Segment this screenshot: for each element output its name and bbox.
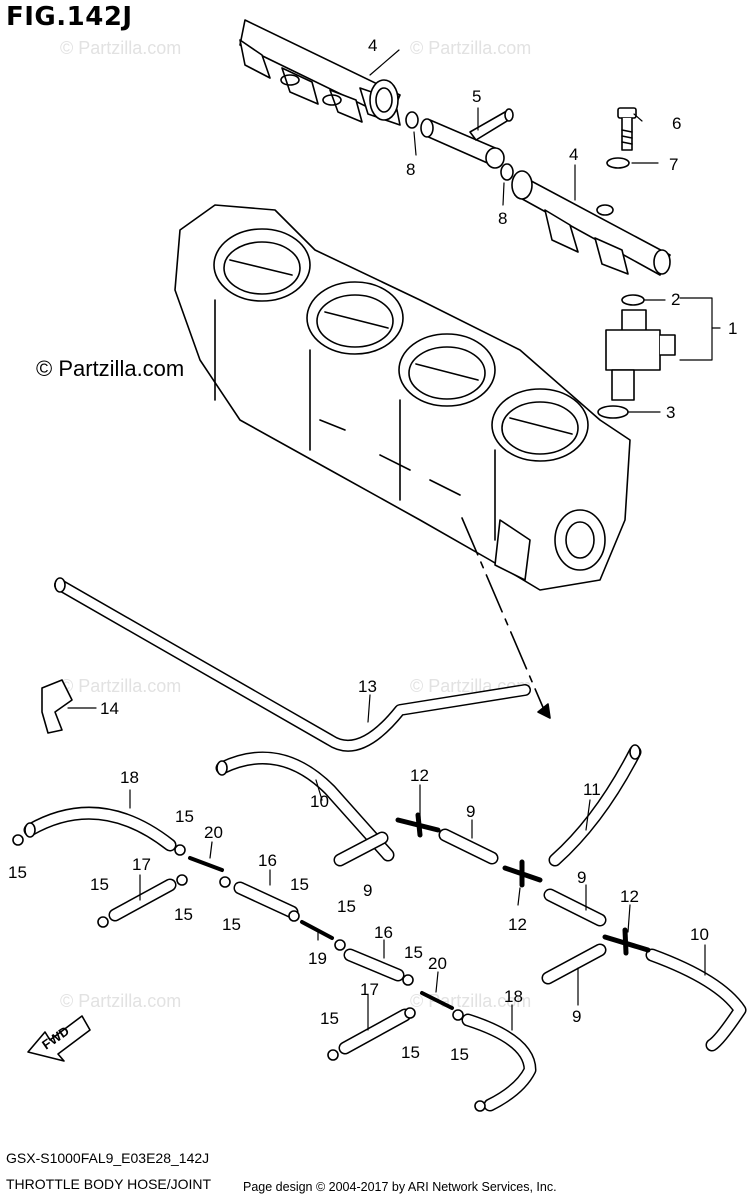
leader-line [461,517,546,713]
hose[interactable] [108,878,412,1055]
callout-12: 12 [620,887,639,906]
callout-7: 7 [669,155,678,174]
callout-13: 13 [358,677,377,696]
callout-15: 15 [290,875,309,894]
callout-5: 5 [472,87,481,106]
callout-15: 15 [222,915,241,934]
callout-11: 11 [583,780,601,799]
callout-6: 6 [672,114,681,133]
hose-clip[interactable] [12,834,486,1112]
callout-4: 4 [368,36,377,55]
callout-15: 15 [337,897,356,916]
callout-12: 12 [410,766,429,785]
o-ring[interactable] [500,163,514,181]
hose[interactable] [333,828,607,985]
hose[interactable] [461,1013,537,1112]
callout-8: 8 [498,209,507,228]
washer[interactable] [606,157,630,169]
hose[interactable] [548,744,642,867]
callout-15: 15 [450,1045,469,1064]
callout-14: 14 [100,699,119,718]
fwd-arrow [27,1015,91,1062]
hose-long[interactable] [54,577,531,752]
callout-10: 10 [690,925,709,944]
fuel-injector[interactable] [605,309,676,401]
callout-15: 15 [8,863,27,882]
callout-1: 1 [728,319,737,338]
watermark: © Partzilla.com [410,38,532,58]
callout-16: 16 [258,851,277,870]
fuel-joint-pipe[interactable] [420,108,514,169]
callout-12: 12 [508,915,527,934]
watermark-main: © Partzilla.com [36,356,185,381]
watermark: © Partzilla.com [410,991,532,1011]
watermark: © Partzilla.com [60,991,182,1011]
callout-15: 15 [401,1043,420,1062]
hose[interactable] [23,806,177,852]
t-joint[interactable] [395,812,651,956]
watermark: © Partzilla.com [60,38,182,58]
callout-10: 10 [310,792,329,811]
callout-15: 15 [90,875,109,894]
callout-9: 9 [363,881,372,900]
callout-2: 2 [671,290,680,309]
hose-clamp[interactable] [41,679,73,734]
callout-4: 4 [569,145,578,164]
hose[interactable] [645,948,747,1052]
callout-15: 15 [174,905,193,924]
hose[interactable] [215,751,395,862]
callout-17: 17 [360,980,379,999]
callout-8: 8 [406,160,415,179]
callout-labels: 4 5 6 7 8 4 8 2 1 3 13 14 18 10 12 11 9 … [8,36,737,1064]
callout-17: 17 [132,855,151,874]
callout-9: 9 [577,868,586,887]
throttle-body-assembly[interactable] [174,204,631,591]
model-code: GSX-S1000FAL9_E03E28_142J [6,1150,210,1166]
watermark: © Partzilla.com [60,676,182,696]
fuel-delivery-pipe-lower[interactable] [511,170,671,276]
bolt[interactable] [617,107,637,151]
callout-15: 15 [404,943,423,962]
callout-20: 20 [204,823,223,842]
o-ring-injector[interactable] [621,294,645,306]
callout-9: 9 [572,1007,581,1026]
callout-16: 16 [374,923,393,942]
callout-15: 15 [320,1009,339,1028]
figure-subtitle: THROTTLE BODY HOSE/JOINT [6,1176,212,1192]
callout-19: 19 [308,949,327,968]
fuel-delivery-pipe-upper[interactable] [239,19,401,126]
figure-title: FIG.142J [6,2,133,32]
injector-seal[interactable] [597,405,629,419]
callout-15: 15 [175,807,194,826]
callout-18: 18 [504,987,523,1006]
callout-3: 3 [666,403,675,422]
callout-20: 20 [428,954,447,973]
pipe-joint[interactable] [188,856,454,1010]
callout-18: 18 [120,768,139,787]
o-ring[interactable] [405,111,419,129]
page-credit: Page design © 2004-2017 by ARI Network S… [243,1180,557,1194]
arrow-head [537,703,551,719]
callout-9: 9 [466,802,475,821]
